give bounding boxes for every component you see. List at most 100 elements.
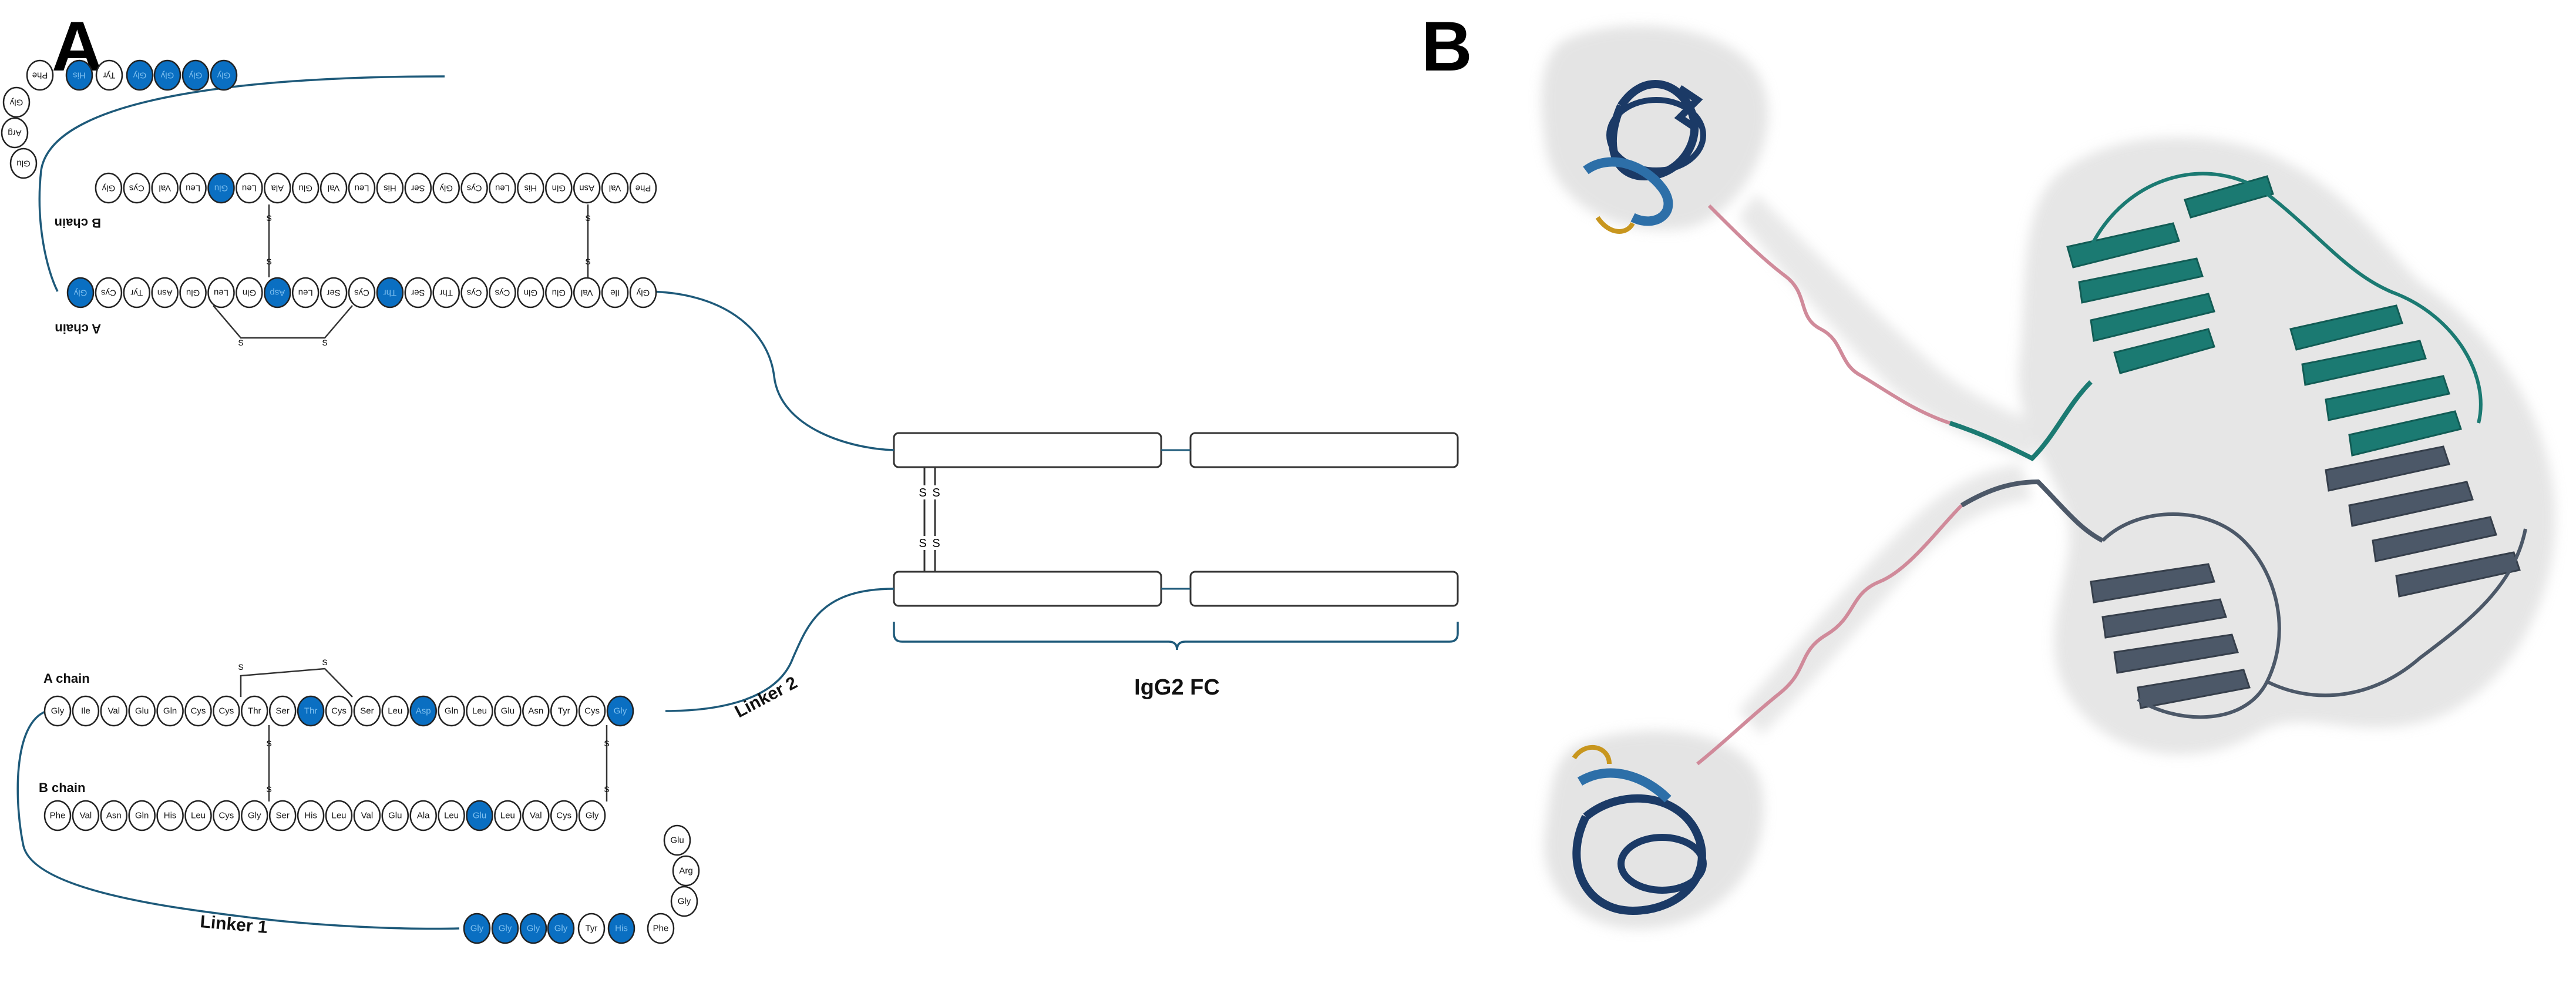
residue-label: Tyr xyxy=(103,71,116,81)
s-label-t2: S xyxy=(266,257,271,266)
residue-bead xyxy=(460,172,488,204)
residue-bead xyxy=(320,277,348,308)
s-label-b2: S xyxy=(266,784,271,794)
residue-bead xyxy=(348,277,376,308)
residue-bead xyxy=(181,59,210,91)
residue-b-16: Leu xyxy=(494,800,522,831)
residue-label: Gly xyxy=(73,288,87,298)
residue-bead xyxy=(184,695,212,727)
residue-label: Gly xyxy=(160,71,174,81)
residue-label: Thr xyxy=(439,288,453,298)
bottom-insulin-domain xyxy=(1572,745,1707,915)
residue-bead xyxy=(264,277,291,308)
residue-bead xyxy=(236,172,263,204)
residue-label: Leu xyxy=(472,706,487,716)
residue-bead xyxy=(43,800,72,831)
residue-a-11: Ser xyxy=(320,277,348,308)
residue-bead xyxy=(72,800,100,831)
residue-bead xyxy=(297,695,325,727)
residue-bead xyxy=(43,695,72,727)
residue-b-14: Leu xyxy=(236,172,263,204)
residue-b-10: Leu xyxy=(325,800,353,831)
residue-linker-1: Gly xyxy=(181,59,210,91)
residue-a-3: Glu xyxy=(545,277,573,308)
residue-bead xyxy=(123,172,151,204)
s-label-b3: S xyxy=(604,739,609,748)
residue-b-3: Gln xyxy=(545,172,573,204)
residue-bead xyxy=(156,695,184,727)
panel-a: A S S S S IgG2 FC xyxy=(1,7,1459,944)
linker-top-3d xyxy=(1707,204,1951,425)
residue-a-7: Thr xyxy=(432,277,460,308)
residue-bead xyxy=(65,59,93,91)
residue-bead xyxy=(629,277,657,308)
residue-bead xyxy=(672,855,700,887)
residue-a-14: Gln xyxy=(438,695,465,727)
residue-label: Glu xyxy=(473,811,486,821)
residue-label: Glu xyxy=(501,706,514,716)
residue-b-9: His xyxy=(297,800,325,831)
residue-label: Gly xyxy=(248,811,261,821)
ss-bond-bottom-intra xyxy=(240,668,353,697)
residue-a-11: Ser xyxy=(353,695,381,727)
residue-label: Ser xyxy=(276,811,290,821)
residue-label: Leu xyxy=(331,811,346,821)
residue-b-7: Gly xyxy=(432,172,460,204)
residue-bead xyxy=(670,886,698,917)
residue-bead xyxy=(547,913,575,944)
residue-b-15: Glu xyxy=(466,800,493,831)
s-label-b5: S xyxy=(238,662,243,672)
residue-bead xyxy=(26,59,54,91)
top-linker2-curve xyxy=(644,290,894,451)
residue-a-13: Asp xyxy=(264,277,291,308)
residue-b-4: His xyxy=(517,172,544,204)
residue-a-0: Gly xyxy=(629,277,657,308)
residue-bead xyxy=(268,800,297,831)
residue-label: Thr xyxy=(248,706,261,716)
residue-bead xyxy=(466,695,493,727)
residue-label: Cys xyxy=(218,706,234,716)
residue-bead xyxy=(297,800,325,831)
residue-label: Leu xyxy=(388,706,402,716)
residue-bead xyxy=(517,277,544,308)
residue-b-7: Gly xyxy=(241,800,268,831)
residue-a-4: Gln xyxy=(156,695,184,727)
ss-bond-top-intra xyxy=(213,305,353,339)
residue-bead xyxy=(128,800,156,831)
residue-bead xyxy=(601,277,629,308)
fc-ch2-lower xyxy=(893,571,1162,607)
residue-b-19: Gly xyxy=(95,172,123,204)
residue-label: Val xyxy=(581,288,593,298)
residue-a-14: Gln xyxy=(236,277,263,308)
residue-bead xyxy=(207,172,235,204)
residue-bead xyxy=(128,695,156,727)
residue-label: Ala xyxy=(417,811,430,821)
residue-a-16: Glu xyxy=(179,277,207,308)
residue-label: Leu xyxy=(298,288,313,298)
residue-a-12: Leu xyxy=(291,277,320,308)
residue-bead xyxy=(66,277,95,308)
residue-b-8: Ser xyxy=(268,800,297,831)
residue-a-13: Asp xyxy=(409,695,437,727)
residue-bead xyxy=(607,913,635,944)
bottom-linker1-curve xyxy=(16,710,460,930)
fc-chain-teal xyxy=(2066,175,2462,457)
residue-bead xyxy=(320,172,348,204)
residue-bead xyxy=(156,800,184,831)
residue-a-18: Tyr xyxy=(550,695,578,727)
residue-label: Leu xyxy=(444,811,459,821)
residue-label: Gln xyxy=(552,183,566,193)
residue-label: Arg xyxy=(679,866,692,876)
residue-label: Glu xyxy=(186,288,200,298)
residue-b-4: His xyxy=(156,800,184,831)
residue-bead xyxy=(409,800,437,831)
residue-bturn-3: Phe xyxy=(26,59,54,91)
residue-bead xyxy=(601,172,629,204)
residue-label: Cys xyxy=(331,706,347,716)
residue-label: Asn xyxy=(528,706,543,716)
residue-bead xyxy=(2,86,31,118)
residue-label: Ala xyxy=(271,183,284,193)
residue-b-8: Ser xyxy=(404,172,432,204)
residue-bead xyxy=(179,172,207,204)
fc-ch3-lower xyxy=(1189,571,1459,607)
